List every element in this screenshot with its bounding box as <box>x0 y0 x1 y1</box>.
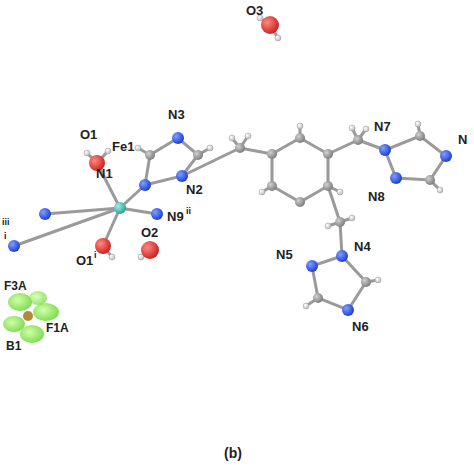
atom-label: N5 <box>276 248 293 261</box>
symmetry-code: ii <box>186 207 191 216</box>
atom-label: F3A <box>4 280 27 292</box>
atom-label: O1 <box>76 254 93 267</box>
atom-label: O3 <box>246 4 263 17</box>
panel-label: (b) <box>224 446 242 460</box>
atom-label: N7 <box>374 120 391 133</box>
atom-label: N3 <box>168 108 185 121</box>
atom-label: N2 <box>186 183 203 196</box>
symmetry-code: iii <box>2 218 10 227</box>
atom-label: O1 <box>80 128 97 141</box>
symmetry-code: i <box>94 251 97 260</box>
atom-label: F1A <box>46 322 69 334</box>
atom-label: N9 <box>167 210 184 223</box>
atom-label: N4 <box>354 240 371 253</box>
atom-label: Fe1 <box>112 140 134 153</box>
atom-label: N1 <box>96 167 113 180</box>
atom-label: N8 <box>368 190 385 203</box>
symmetry-code: i <box>4 232 7 241</box>
atom-label: N6 <box>352 320 369 333</box>
atom-label: B1 <box>6 340 21 352</box>
atom-label: O2 <box>141 226 158 239</box>
atom-label: N <box>458 133 467 146</box>
